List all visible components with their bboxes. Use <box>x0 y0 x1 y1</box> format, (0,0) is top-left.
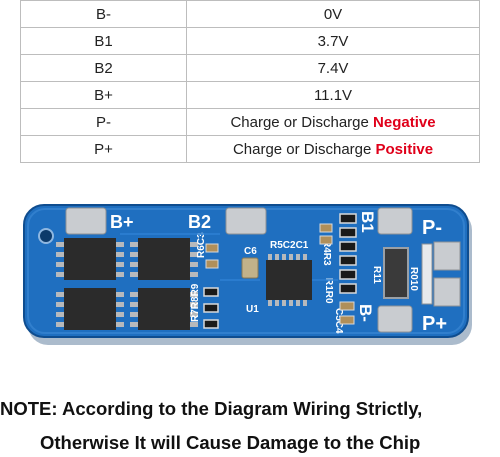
label-r7r8r9: R7R8R9 <box>190 283 201 322</box>
bms-ic <box>266 254 312 306</box>
pad-p-plus <box>433 277 461 307</box>
mounting-hole <box>38 228 54 244</box>
table-row: B1 3.7V <box>20 27 480 55</box>
table-row: B2 7.4V <box>20 54 480 82</box>
value-cell: 0V <box>186 0 480 28</box>
value-cell: 3.7V <box>186 27 480 55</box>
label-u1: U1 <box>246 304 259 315</box>
table-row: B+ 11.1V <box>20 81 480 109</box>
value-cell: 11.1V <box>186 81 480 109</box>
label-c6: C6 <box>244 246 257 257</box>
pad-b-plus <box>65 207 107 235</box>
table-row: B- 0V <box>20 0 480 28</box>
pcb-illustration: B+ B2 B1 P- B- P+ R010 R11 <box>23 204 472 345</box>
pin-voltage-table: B- 0V B1 3.7V B2 7.4V B+ 11.1V P- Charge… <box>20 0 480 163</box>
pad-b-minus <box>377 305 413 333</box>
bms-board-photo: B+ B2 B1 P- B- P+ R010 R11 <box>20 200 480 350</box>
label-b1: B1 <box>358 211 377 233</box>
label-r11: R11 <box>371 266 382 284</box>
pin-cell: P- <box>20 108 187 136</box>
value-cell: 7.4V <box>186 54 480 82</box>
positive-label: Positive <box>375 140 434 158</box>
note-line-2: Otherwise It will Cause Damage to the Ch… <box>40 432 421 453</box>
value-cell: Charge or Discharge Negative <box>186 108 480 136</box>
mosfet-4 <box>130 288 198 330</box>
pad-b2 <box>225 207 267 235</box>
resistor-r010 <box>383 247 409 299</box>
table-row: P+ Charge or Discharge Positive <box>20 135 480 163</box>
pin-cell: B- <box>20 0 187 28</box>
label-b-plus: B+ <box>110 212 134 232</box>
pad-b1 <box>377 207 413 235</box>
label-r1r0: R1R0 <box>323 278 334 304</box>
mosfet-3 <box>56 288 124 330</box>
label-r6c3: R6C3 <box>196 232 207 258</box>
pin-cell: B1 <box>20 27 187 55</box>
negative-label: Negative <box>373 113 436 131</box>
cap-c6 <box>241 257 259 279</box>
note-line-1: NOTE: According to the Diagram Wiring St… <box>0 398 423 419</box>
label-r4r3: R4R3 <box>321 240 332 266</box>
mosfet-1 <box>56 238 124 280</box>
pin-cell: P+ <box>20 135 187 163</box>
mosfet-2 <box>130 238 198 280</box>
label-c5c4: C5C4 <box>333 308 344 334</box>
label-b2: B2 <box>188 212 211 232</box>
value-cell: Charge or Discharge Positive <box>186 135 480 163</box>
label-p-plus: P+ <box>422 313 447 335</box>
pin-cell: B2 <box>20 54 187 82</box>
pin-cell: B+ <box>20 81 187 109</box>
table-row: P- Charge or Discharge Negative <box>20 108 480 136</box>
label-b-minus: B- <box>356 304 375 322</box>
label-r010: R010 <box>408 267 419 291</box>
label-r5c2c1: R5C2C1 <box>270 240 309 251</box>
label-p-minus: P- <box>422 217 442 239</box>
pad-p-minus <box>433 241 461 271</box>
